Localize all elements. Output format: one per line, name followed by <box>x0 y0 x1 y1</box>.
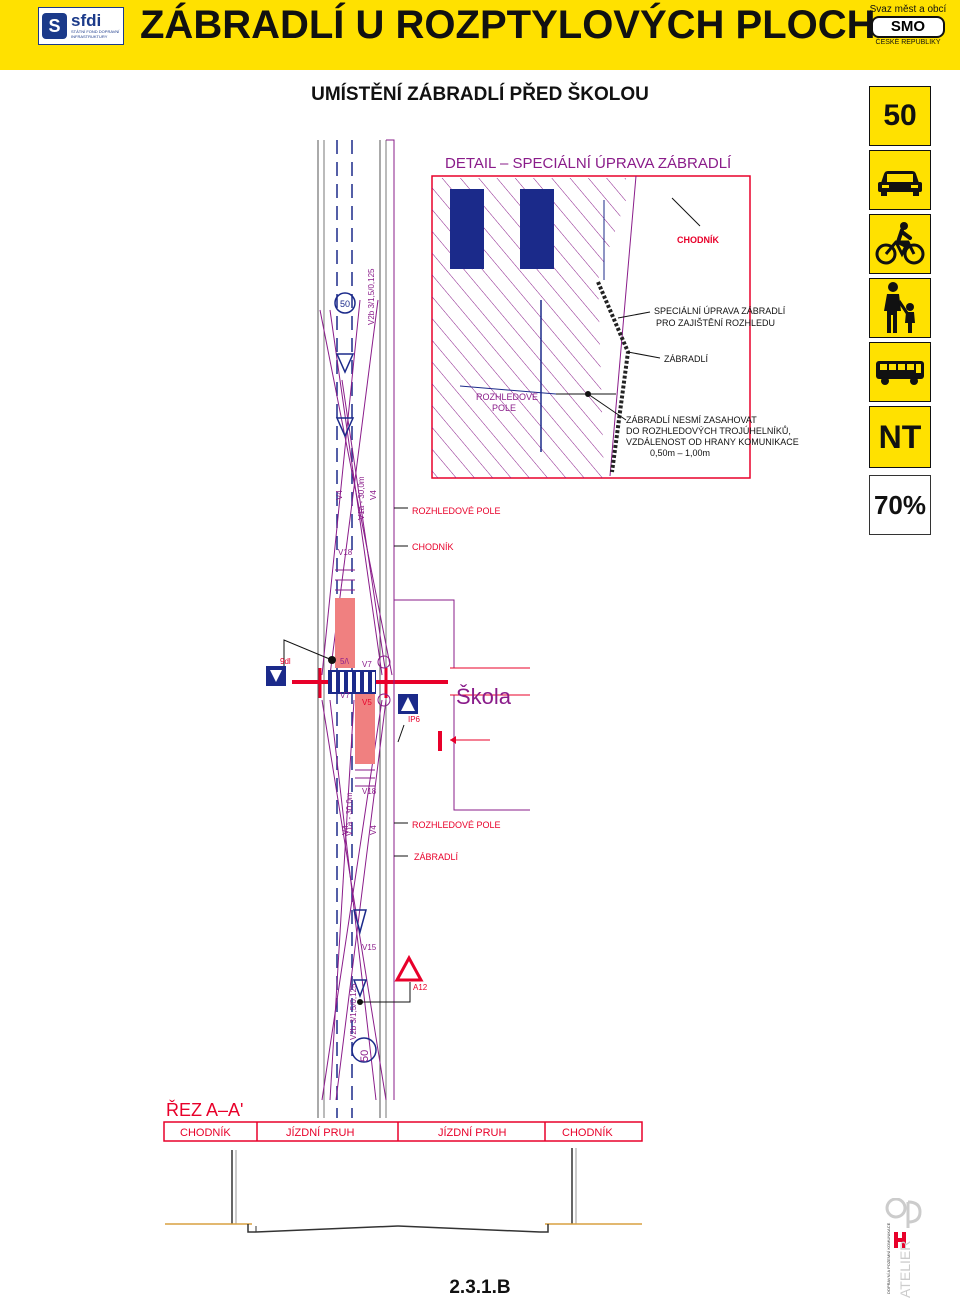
visibility-lines <box>319 200 395 1101</box>
plan-v7-bottom: V7 <box>340 691 350 700</box>
sheet-code: 2.3.1.B <box>449 1277 511 1298</box>
detail-special-line2: PRO ZAJIŠTĚNÍ ROZHLEDU <box>656 318 775 328</box>
plan-v2b-top: V2b 3/1,5/0,125 <box>367 268 376 325</box>
plan-v5: V5 <box>362 698 372 707</box>
plan-v4-left-bottom: V4 <box>341 825 350 835</box>
nt-label: NT <box>878 418 922 455</box>
v15-marking-2-icon <box>352 979 368 999</box>
sidewalk-outline <box>386 139 530 1100</box>
plan-chodnik: CHODNÍK <box>412 542 454 552</box>
detail-special-line1: SPECIÁLNÍ ÚPRAVA ZÁBRADLÍ <box>654 306 786 316</box>
svg-text:50: 50 <box>340 299 350 309</box>
detail-chodnik-label: CHODNÍK <box>677 235 719 245</box>
detail-note-line3: VZDÁLENOST OD HRANY KOMUNIKACE <box>626 437 799 447</box>
car-icon <box>878 171 922 196</box>
detail-note-line1: ZÁBRADLÍ NESMÍ ZASAHOVAT <box>626 415 757 425</box>
page-title: ZÁBRADLÍ U ROZPTYLOVÝCH PLOCH <box>140 3 876 47</box>
ip6-sign-icon <box>398 694 418 714</box>
v15-marking-icon <box>353 909 367 935</box>
school-area-lines <box>450 667 530 741</box>
atelier-logo: ATELIER DOPRAVNÍ A POZEMNÍ KOMUNIKACE <box>878 1197 938 1298</box>
detail-crossing-stripe-2 <box>520 189 554 269</box>
section-cell-2: JÍZDNÍ PRUH <box>286 1126 355 1139</box>
detail-note-line2: DO ROZHLEDOVÝCH TROJÚHELNÍKŮ, <box>626 425 791 436</box>
speed-sign-top: 50 <box>334 292 356 314</box>
header-bar <box>0 0 960 70</box>
atelier-text: ATELIER <box>897 1241 913 1298</box>
plan-sign-9dl: 9dl <box>280 657 291 666</box>
speed-limit-box: 50 <box>869 86 931 146</box>
section-title: ŘEZ A–A' <box>166 1100 243 1120</box>
sfdi-tagline: STÁTNÍ FOND DOPRAVNÍ INFRASTRUKTURY <box>71 29 120 39</box>
section-profile <box>165 1148 642 1233</box>
yield-marking-2-icon <box>335 417 355 438</box>
detail-crossing-stripe-1 <box>450 189 484 269</box>
railing-zone-bottom <box>355 694 375 764</box>
plan-v18-bottom: V18 <box>362 787 377 796</box>
bicycle-icon <box>875 222 925 265</box>
detail-note-line4: 0,50m – 1,00m <box>650 448 710 458</box>
plan-a12: A12 <box>413 983 428 992</box>
plan-v2b-bottom: V2b 3/1,5/0,125 <box>349 983 358 1040</box>
plan-label-5i: 5/\ <box>340 657 350 666</box>
sign-9dl-icon <box>266 666 286 686</box>
section-cell-1: CHODNÍK <box>180 1126 231 1139</box>
car-box <box>869 150 931 210</box>
speed-limit-value: 50 <box>883 99 917 132</box>
plan-v18-top: V18 <box>338 548 353 557</box>
plan-zabradli: ZÁBRADLÍ <box>414 852 459 862</box>
atelier-mark-icon: ATELIER DOPRAVNÍ A POZEMNÍ KOMUNIKACE <box>885 1197 922 1298</box>
leader-lines <box>283 507 411 1003</box>
railing-zone-top <box>335 598 355 668</box>
detail-title: DETAIL – SPECIÁLNÍ ÚPRAVA ZÁBRADLÍ <box>445 155 732 172</box>
plan-skola: Škola <box>456 684 512 709</box>
plan-v1a-bottom: V1a - 30,0m <box>345 792 354 836</box>
plan-v4-left: V4 <box>335 490 344 500</box>
yield-marking-icon <box>335 353 355 374</box>
a12-sign-icon <box>394 954 424 982</box>
detail-sidewalk-edge <box>609 175 637 477</box>
bicycle-box <box>869 214 931 274</box>
percent-label: 70% <box>873 489 927 520</box>
railing-ticks <box>335 569 375 787</box>
percent-box: 70% <box>869 475 931 535</box>
bus-icon <box>876 361 924 385</box>
detail-rozhledove-line1: ROZHLEDOVÉ <box>476 392 538 402</box>
sfdi-logo: S sfdi STÁTNÍ FOND DOPRAVNÍ INFRASTRUKTU… <box>38 7 124 45</box>
pedestrians-icon <box>884 282 915 333</box>
smo-bottom-text: ČESKÉ REPUBLIKY <box>875 39 941 46</box>
speed-sign-bottom <box>351 1037 377 1063</box>
detail-rozhledove-line2: POLE <box>492 403 516 413</box>
smo-name: SMO <box>871 16 945 38</box>
plan-speed-circle: 50 <box>359 1050 371 1062</box>
plan-v7-top: V7 <box>362 660 372 669</box>
plan-v4-right: V4 <box>369 490 378 500</box>
atelier-subtext: DOPRAVNÍ A POZEMNÍ KOMUNIKACE <box>886 1222 891 1294</box>
sfdi-name: sfdi <box>71 11 102 30</box>
pedestrians-box <box>869 278 931 338</box>
plan-v1a-top: V1a - 30,0m <box>357 476 366 520</box>
plan-v15: V15 <box>362 943 377 952</box>
zebra-stripes <box>332 672 375 692</box>
plan-rozhledove-pole-top: ROZHLEDOVÉ POLE <box>412 506 501 516</box>
section-cell-4: CHODNÍK <box>562 1126 613 1139</box>
nt-box: NT <box>869 406 931 468</box>
school-entrance-marker <box>438 731 442 751</box>
detail-zabradli-label: ZÁBRADLÍ <box>664 354 709 364</box>
sfdi-mark-icon: S <box>42 13 67 39</box>
smo-top-text: Svaz měst a obcí <box>869 4 947 15</box>
section-cell-3: JÍZDNÍ PRUH <box>438 1126 507 1139</box>
subtitle: UMÍSTĚNÍ ZÁBRADLÍ PŘED ŠKOLOU <box>311 84 649 105</box>
plan-v4-right-bottom: V4 <box>369 825 378 835</box>
plan-ip6: IP6 <box>408 715 421 724</box>
detail-leaders <box>556 197 701 421</box>
bus-box <box>869 342 931 402</box>
section-strip <box>163 1121 643 1142</box>
smo-logo: Svaz měst a obcí SMO ČESKÉ REPUBLIKY <box>860 4 956 46</box>
plan-rozhledove-pole-bottom: ROZHLEDOVÉ POLE <box>412 820 501 830</box>
